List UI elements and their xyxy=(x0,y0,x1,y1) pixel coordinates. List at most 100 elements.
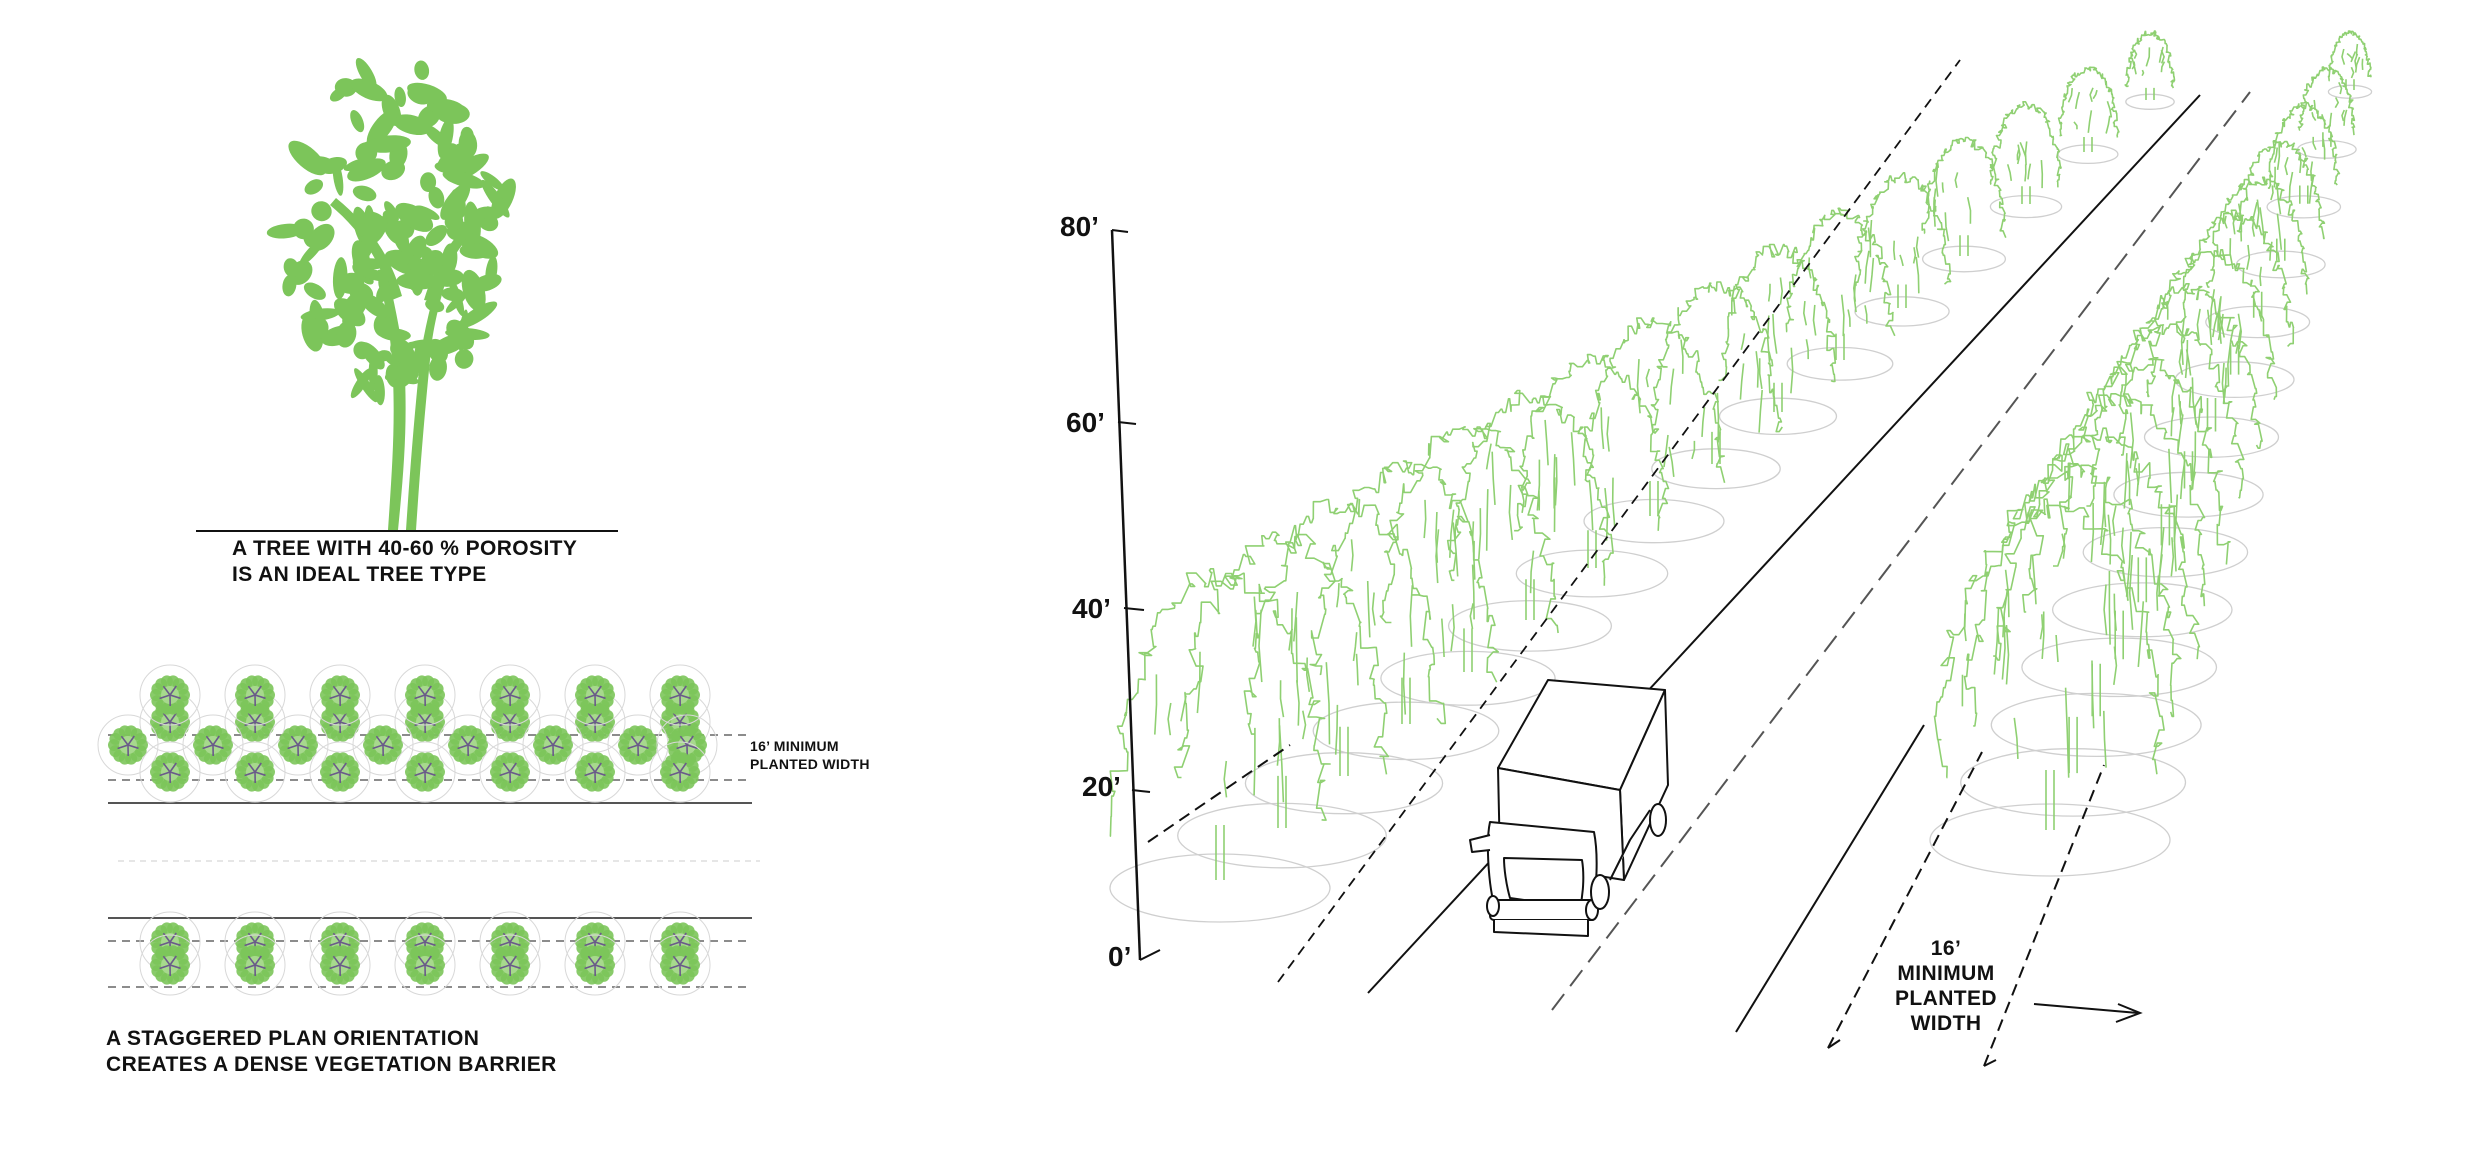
plan-tree xyxy=(437,714,499,776)
height-scale xyxy=(1110,229,1161,961)
plan-tree xyxy=(564,664,626,726)
plan-trees xyxy=(97,664,718,996)
leaf-cluster xyxy=(440,183,471,220)
tree-canopy-outline xyxy=(1309,460,1499,724)
leaf-cluster xyxy=(437,117,454,159)
scale-tick-80: 80’ xyxy=(1060,211,1099,242)
ground-ellipse xyxy=(2051,582,2233,638)
tree-canopy-outline xyxy=(2297,66,2356,147)
leaf-cluster xyxy=(485,255,498,288)
plan-tree xyxy=(309,741,371,803)
leaf-cluster xyxy=(449,277,465,317)
leaf-cluster xyxy=(360,342,385,370)
leaf-cluster xyxy=(338,272,365,294)
leaf-cluster xyxy=(459,243,490,259)
plan-caption-line2: CREATES A DENSE VEGETATION BARRIER xyxy=(106,1053,557,1076)
tree-canopy-outline xyxy=(1173,531,1390,828)
leaf-cluster xyxy=(473,206,497,219)
plan-tree xyxy=(224,934,286,996)
leaf-cluster xyxy=(311,201,332,222)
leaf-cluster xyxy=(441,243,458,276)
plan-tree xyxy=(564,741,626,803)
ground-ellipse xyxy=(1929,803,2171,877)
leaf-cluster xyxy=(332,160,344,196)
left-tree-row-canopies xyxy=(1109,30,2176,880)
plan-tree xyxy=(97,714,159,776)
tree-canopy-outline xyxy=(1854,172,1952,308)
ground-ellipse xyxy=(1990,692,2202,758)
leaf-cluster xyxy=(352,185,377,202)
leaf-cluster xyxy=(396,272,439,290)
leaf-cluster xyxy=(384,201,399,223)
leaf-cluster xyxy=(351,240,371,275)
leaf-cluster xyxy=(425,298,445,313)
leaf-cluster xyxy=(354,368,378,403)
leaf-cluster xyxy=(373,313,392,337)
leaf-cluster xyxy=(288,140,327,176)
leaf-cluster xyxy=(366,109,398,147)
plan-tree xyxy=(394,934,456,996)
plan-width-label-line1: 16’ MINIMUM xyxy=(750,738,839,754)
ground-ellipse xyxy=(1515,549,1669,598)
ground-ellipse xyxy=(1380,650,1556,706)
leaf-cluster xyxy=(414,60,430,80)
plan-tree xyxy=(182,714,244,776)
leaf-cluster xyxy=(481,179,510,218)
width-arrow xyxy=(2033,1003,2143,1023)
tree-canopy-outline xyxy=(1933,498,2165,830)
leaf-cluster xyxy=(361,137,410,153)
leaf-cluster xyxy=(363,216,388,246)
leaf-cluster xyxy=(428,186,445,209)
plan-caption-line1: A STAGGERED PLAN ORIENTATION xyxy=(106,1027,480,1050)
leaf-cluster xyxy=(333,298,366,327)
plan-tree xyxy=(224,664,286,726)
perspective-width-label-line4: WIDTH xyxy=(1910,1012,1982,1035)
road-lines xyxy=(1147,59,2251,1067)
leaf-cluster xyxy=(400,223,410,265)
plan-tree xyxy=(564,934,626,996)
tree-canopy-outline xyxy=(1109,568,1331,880)
leaf-cluster xyxy=(397,359,425,389)
tree-caption-line1: A TREE WITH 40-60 % POROSITY xyxy=(232,537,578,560)
plan-tree xyxy=(649,934,711,996)
leaf-cluster xyxy=(384,359,418,381)
ground-ellipse xyxy=(1786,346,1894,381)
ground-ellipse xyxy=(1109,853,1331,923)
ground-ellipse xyxy=(2125,93,2175,110)
plan-tree xyxy=(309,934,371,996)
tree-ground-ellipses xyxy=(1109,84,2373,923)
plan-tree xyxy=(522,714,584,776)
tree-canopy-outline xyxy=(1583,317,1726,516)
leaf-cluster xyxy=(304,179,324,195)
plan-tree xyxy=(607,714,669,776)
leaf-cluster xyxy=(420,172,437,192)
leaf-cluster xyxy=(442,170,485,189)
leaf-cluster xyxy=(360,293,389,318)
plan-tree xyxy=(139,741,201,803)
leaf-cluster xyxy=(394,86,406,108)
ground-ellipse xyxy=(2205,305,2311,339)
tree-silhouette xyxy=(196,57,618,532)
leaf-cluster xyxy=(407,339,434,349)
ground-ellipse xyxy=(1989,194,2063,219)
ground-ellipse xyxy=(2266,195,2342,219)
ground-ellipse xyxy=(2082,526,2249,578)
tree-canopy-outline xyxy=(2146,249,2278,432)
leaf-cluster xyxy=(457,301,498,329)
ground-ellipse xyxy=(1583,498,1725,544)
ground-ellipse xyxy=(2113,471,2264,518)
leaf-cluster xyxy=(336,321,357,348)
tree-caption: A TREE WITH 40-60 % POROSITY IS AN IDEAL… xyxy=(232,536,577,588)
plan-tree xyxy=(224,741,286,803)
tree-canopy-outline xyxy=(2205,176,2310,318)
leaf-cluster xyxy=(395,202,434,232)
leaf-cluster xyxy=(390,336,402,354)
tree-canopy xyxy=(266,57,516,406)
ground-ellipse xyxy=(1960,748,2187,817)
leaf-cluster xyxy=(425,224,448,247)
plan-caption: A STAGGERED PLAN ORIENTATION CREATES A D… xyxy=(106,1026,557,1078)
plan-width-label-line2: PLANTED WIDTH xyxy=(750,756,870,772)
plan-tree xyxy=(309,664,371,726)
tree-canopy-outline xyxy=(2175,209,2295,375)
